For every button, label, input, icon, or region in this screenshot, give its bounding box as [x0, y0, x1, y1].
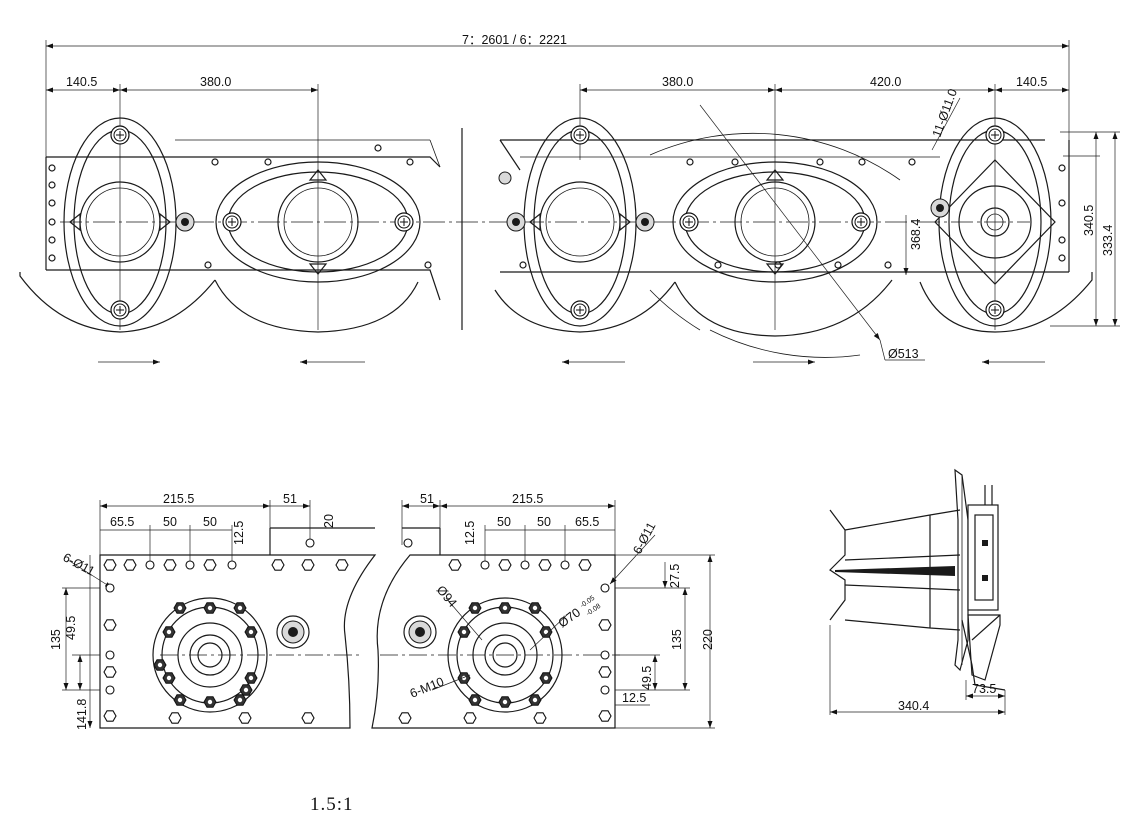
overall-length-label: 7：2601 / 6：2221 [462, 33, 567, 47]
dim-fl-49: 49.5 [64, 616, 78, 640]
dim-h-340: 340.5 [1082, 205, 1096, 236]
dim-fl-50b: 50 [203, 515, 217, 529]
dim-fr-50a: 50 [497, 515, 511, 529]
dim-fr-m10: 6-M10 [408, 675, 446, 701]
holes-fl: 6-Ø11 [61, 550, 97, 578]
dim-fr-12b: 12.5 [622, 691, 646, 705]
holes-label-top: 11-Ø11.0 [930, 87, 960, 139]
frame-holes [48, 144, 1066, 269]
top-view: 7：2601 / 6：2221 140.5 380.0 380.0 420.0 … [19, 33, 1120, 365]
dim-side-340: 340.4 [898, 699, 929, 713]
dim-fr-215: 215.5 [512, 492, 543, 506]
dim-fl-50a: 50 [163, 515, 177, 529]
dim-right-140: 140.5 [1016, 75, 1047, 89]
dim-dia-513: Ø513 [888, 347, 919, 361]
dim-fr-49: 49.5 [640, 666, 654, 690]
dim-fr-135: 135 [670, 629, 684, 650]
dim-fr-dia70: Ø70 [556, 605, 583, 630]
dim-side-73: 73.5 [972, 682, 996, 696]
dim-left-380: 380.0 [200, 75, 231, 89]
side-view: 73.5 340.4 [829, 468, 1006, 715]
dim-fr-12: 12.5 [463, 521, 477, 545]
disc-5 [934, 117, 1056, 327]
front-view-right: 51 215.5 12.5 50 50 65.5 6-Ø11 27.5 135 … [371, 492, 715, 729]
dim-h-368: 368.4 [909, 219, 923, 250]
dim-fl-65: 65.5 [110, 515, 134, 529]
dim-fl-141: 141.8 [75, 699, 89, 730]
front-view-left: 215.5 51 65.5 50 50 12.5 20 6-Ø11 135 49… [49, 492, 377, 730]
dim-fl-20: 20 [322, 514, 336, 528]
scale-note: 1.5:1 [310, 794, 354, 815]
dim-fl-135: 135 [49, 629, 63, 650]
dim-fl-215: 215.5 [163, 492, 194, 506]
dim-fr-65: 65.5 [575, 515, 599, 529]
dim-right-420: 420.0 [870, 75, 901, 89]
dim-fl-51: 51 [283, 492, 297, 506]
dim-fr-27: 27.5 [668, 564, 682, 588]
dim-left-140: 140.5 [66, 75, 97, 89]
dim-fr-51: 51 [420, 492, 434, 506]
dim-fr-dia94: Ø94 [434, 583, 460, 610]
dim-fr-220: 220 [701, 629, 715, 650]
dim-right-380: 380.0 [662, 75, 693, 89]
dim-h-333: 333.4 [1101, 225, 1115, 256]
dim-fr-50b: 50 [537, 515, 551, 529]
disc-2 [215, 161, 421, 283]
disc-1 [63, 117, 177, 327]
dim-fl-12: 12.5 [232, 521, 246, 545]
holes-fr: 6-Ø11 [630, 520, 658, 556]
